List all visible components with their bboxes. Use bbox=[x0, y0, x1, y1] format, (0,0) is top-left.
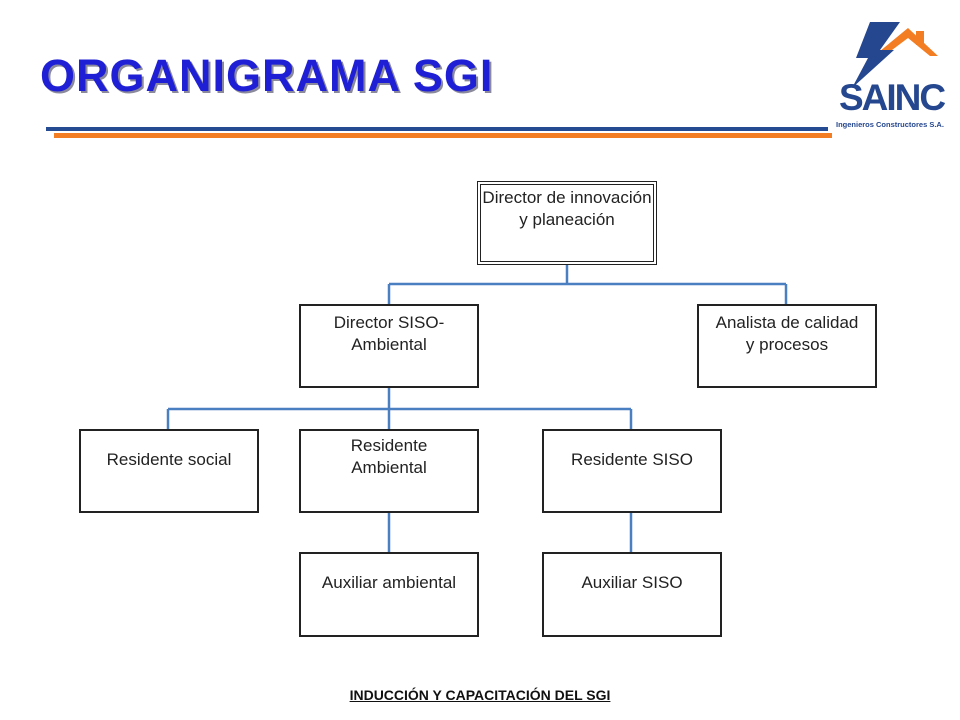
box-auxiliar-siso-label: Auxiliar SISO bbox=[581, 573, 683, 592]
box-analista-calidad-label: Analista de calidad y procesos bbox=[715, 313, 859, 354]
box-director-siso: Director SISO- Ambiental bbox=[299, 304, 479, 388]
slide-title: ORGANIGRAMA SGI bbox=[40, 50, 494, 101]
title-rule-blue bbox=[46, 127, 828, 131]
box-director-innovacion-label: Director de innovación y planeación bbox=[482, 188, 652, 229]
box-residente-siso-label: Residente SISO bbox=[571, 450, 693, 469]
box-analista-calidad: Analista de calidad y procesos bbox=[697, 304, 877, 388]
company-logo: SAINC Ingenieros Constructores S.A. bbox=[834, 22, 946, 136]
box-residente-siso: Residente SISO bbox=[542, 429, 722, 513]
box-residente-social-label: Residente social bbox=[106, 450, 232, 469]
box-residente-social: Residente social bbox=[79, 429, 259, 513]
box-residente-ambiental-label: Residente Ambiental bbox=[350, 436, 428, 477]
logo-wordmark: SAINC bbox=[839, 77, 946, 118]
box-auxiliar-ambiental: Auxiliar ambiental bbox=[299, 552, 479, 637]
slide-footer: INDUCCIÓN Y CAPACITACIÓN DEL SGI bbox=[349, 687, 611, 703]
lightning-bolt-house-icon bbox=[852, 22, 938, 88]
box-residente-ambiental: Residente Ambiental bbox=[299, 429, 479, 513]
title-rule-orange bbox=[54, 133, 832, 138]
box-auxiliar-siso: Auxiliar SISO bbox=[542, 552, 722, 637]
box-director-siso-label: Director SISO- Ambiental bbox=[333, 313, 445, 354]
box-auxiliar-ambiental-label: Auxiliar ambiental bbox=[321, 573, 457, 592]
box-director-innovacion: Director de innovación y planeación bbox=[477, 181, 657, 265]
logo-subtitle: Ingenieros Constructores S.A. bbox=[836, 120, 944, 129]
